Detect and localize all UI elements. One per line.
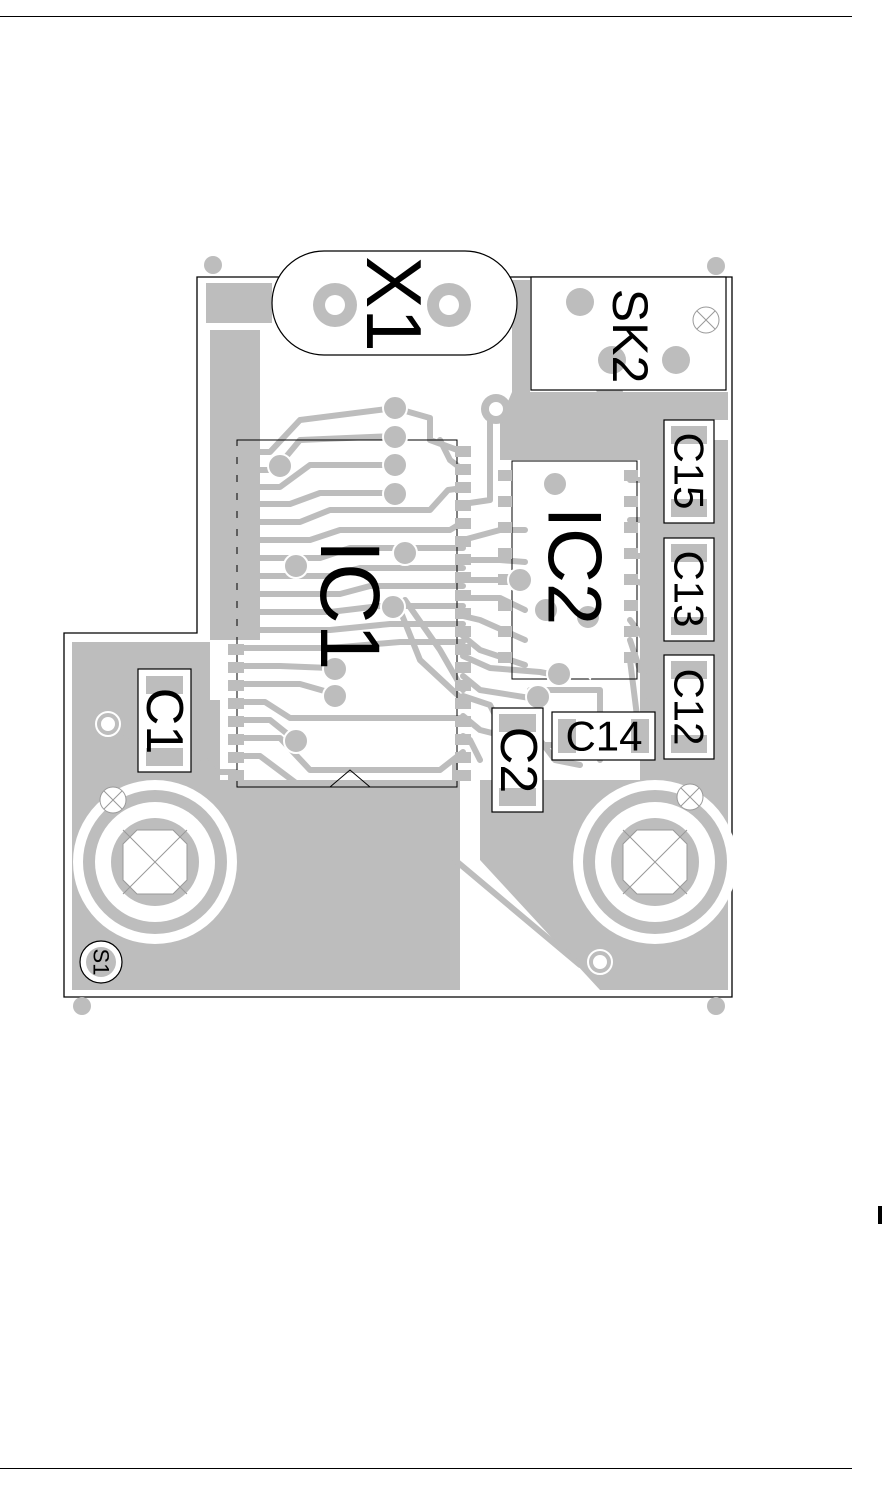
label-c13: C13 — [666, 550, 713, 627]
label-s1: S1 — [89, 949, 114, 976]
label-c1: C1 — [135, 688, 193, 754]
label-ic2: IC2 — [532, 507, 617, 625]
label-c12: C12 — [666, 668, 713, 745]
label-c2: C2 — [489, 727, 547, 793]
mounting-hole-right — [583, 790, 727, 934]
label-c14: C14 — [565, 713, 642, 760]
label-c15: C15 — [666, 432, 713, 509]
mounting-hole-left — [83, 790, 227, 934]
label-sk2: SK2 — [602, 289, 658, 384]
label-x1: X1 — [350, 256, 438, 351]
label-ic1: IC1 — [303, 540, 397, 671]
